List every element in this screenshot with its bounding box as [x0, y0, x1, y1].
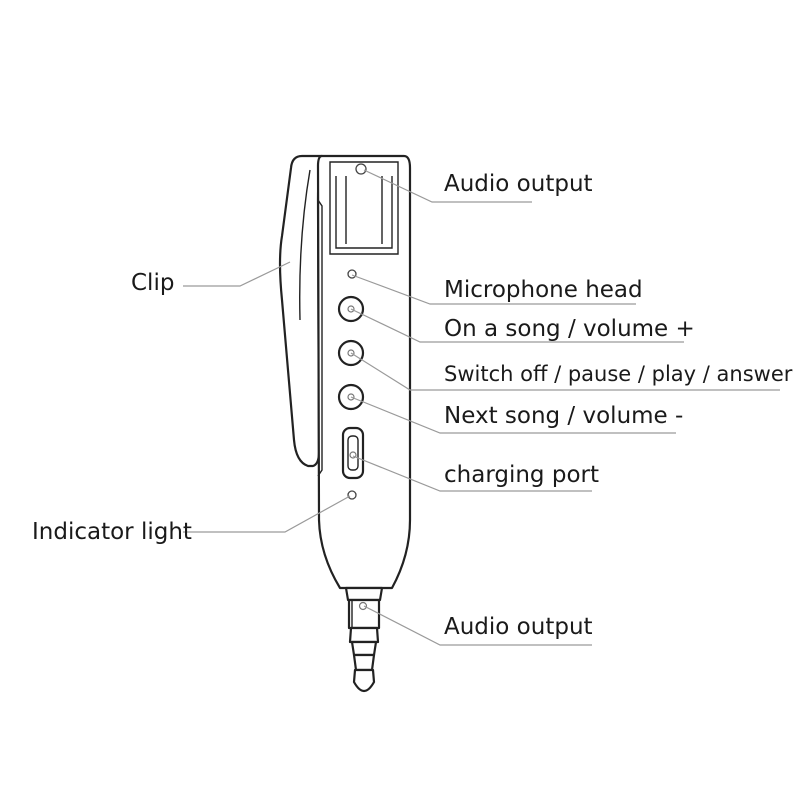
device-body [316, 154, 412, 590]
microphone-hole-icon [347, 269, 357, 279]
label-on-a-song: On a song / volume + [444, 316, 695, 342]
audio-jack-icon [344, 586, 384, 693]
charging-port-icon [341, 426, 365, 480]
leader-lines [183, 169, 780, 646]
label-clip: Clip [131, 270, 175, 296]
label-microphone-head: Microphone head [444, 277, 643, 303]
clip-shape [278, 154, 324, 468]
indicator-light-icon [347, 490, 357, 500]
label-switch-off: Switch off / pause / play / answer [444, 362, 793, 386]
label-indicator-light: Indicator light [32, 519, 192, 545]
label-charging-port: charging port [444, 462, 599, 488]
label-audio-output-bottom: Audio output [444, 614, 593, 640]
label-next-song: Next song / volume - [444, 403, 684, 429]
label-audio-output-top: Audio output [444, 171, 593, 197]
